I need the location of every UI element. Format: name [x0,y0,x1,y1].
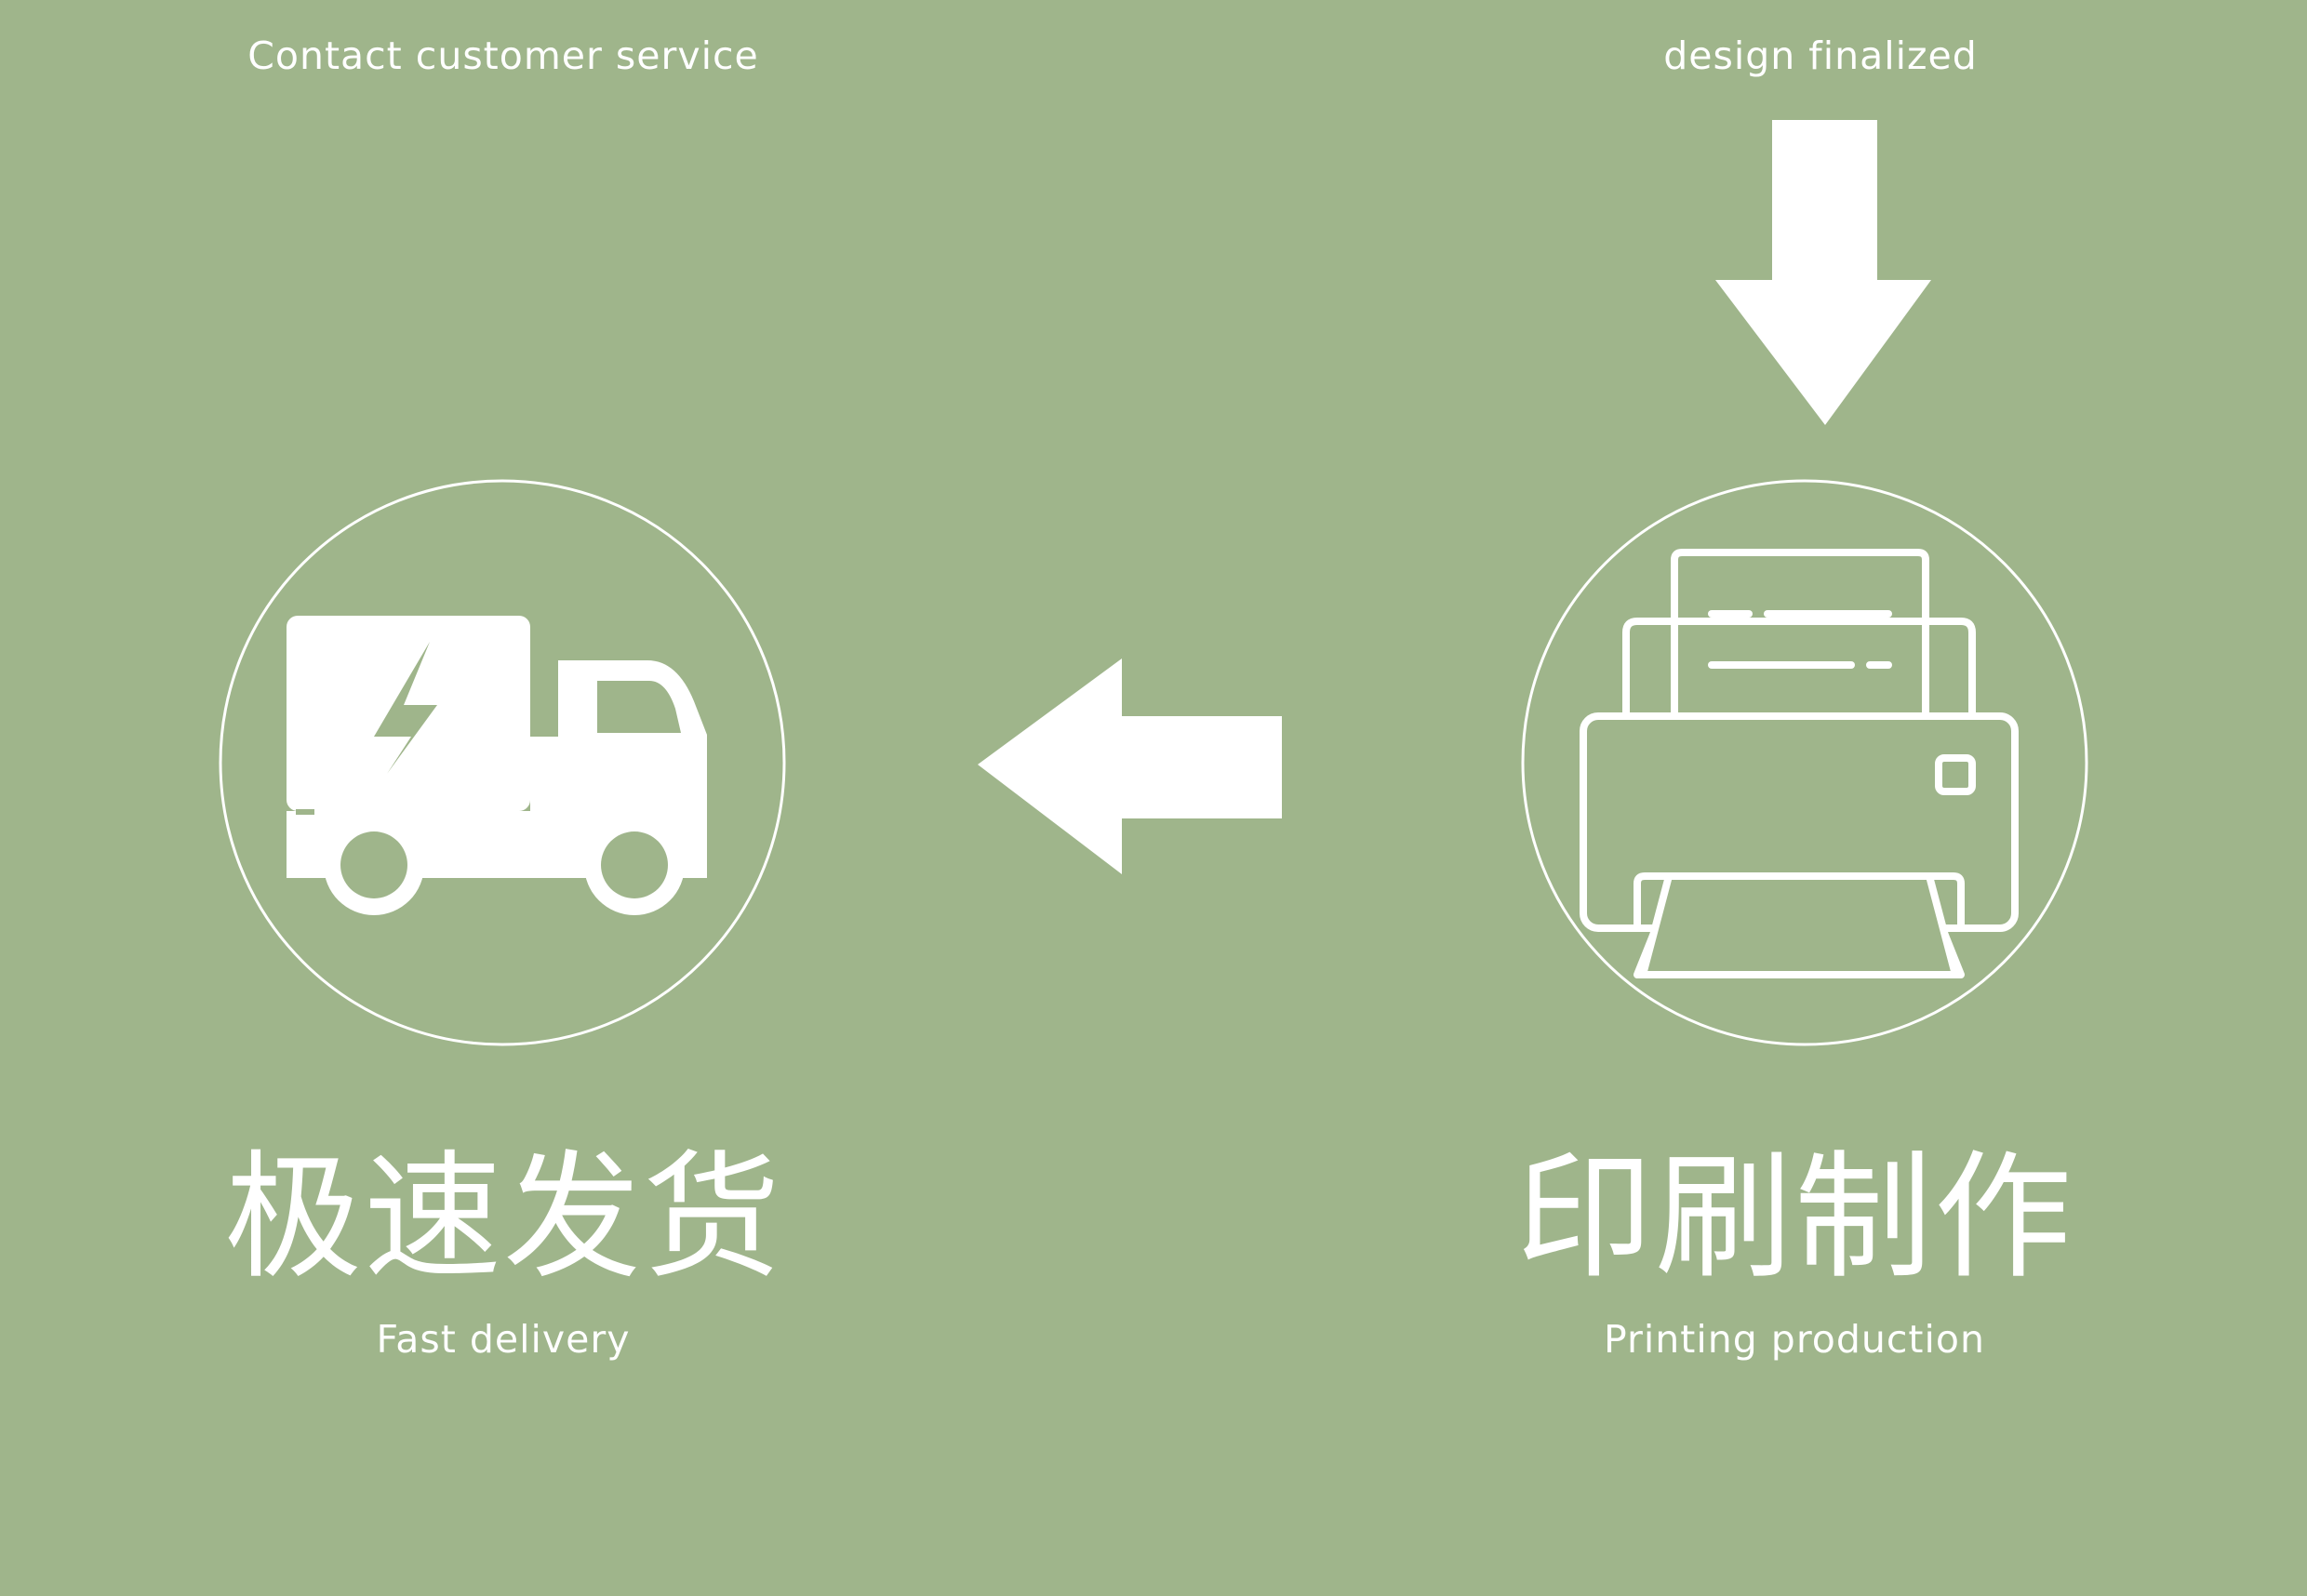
step-delivery-title: 极速发货 [224,1137,782,1297]
printer-icon [1580,549,2019,978]
step-printing-label: Printing production [1604,1317,1985,1362]
delivery-circle [219,479,786,1046]
printing-circle [1521,479,2088,1046]
step-delivery-label: Fast delivery [376,1317,631,1362]
step-design-label: design finalized [1663,33,1978,78]
delivery-truck-icon [287,616,707,915]
step-printing-title: 印刷制作 [1515,1137,2074,1297]
arrow-left-icon [978,658,1282,874]
arrow-down-icon [1715,120,1931,425]
step-contact-label: Contact customer service [247,33,759,78]
